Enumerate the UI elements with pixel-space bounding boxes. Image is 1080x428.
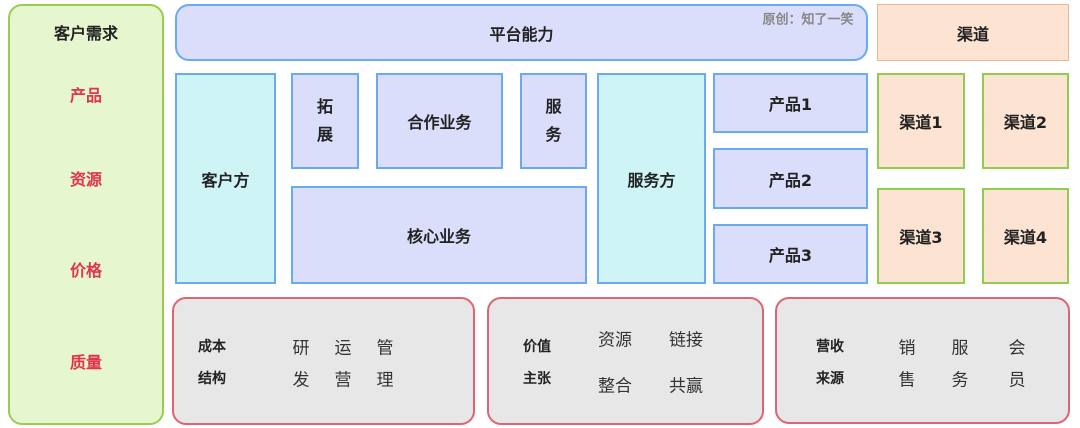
value-item: 链接 <box>669 330 703 351</box>
need-item: 价格 <box>69 261 103 280</box>
cost-structure-panel <box>172 297 475 425</box>
product-label: 产品2 <box>768 170 813 190</box>
value-item: 整合 <box>598 376 632 397</box>
cost-item: 管 <box>376 338 394 359</box>
customer-needs-title: 客户需求 <box>53 24 119 43</box>
product-label: 产品3 <box>768 246 813 265</box>
value-label: 价值 <box>523 339 551 355</box>
revenue-item: 员 <box>1008 370 1026 391</box>
need-item: 产品 <box>69 86 103 105</box>
product-1: 产品1 <box>713 73 868 133</box>
client-side-label: 客户方 <box>201 170 250 190</box>
expand-label: 拓展 <box>317 97 334 144</box>
cost-label: 结构 <box>198 371 226 387</box>
platform-capability: 平台能力 <box>175 4 868 61</box>
need-item: 质量 <box>69 353 103 372</box>
revenue-item: 服 <box>951 338 969 359</box>
channel-1: 渠道1 <box>877 73 965 169</box>
cost-item: 理 <box>376 370 394 391</box>
revenue-item: 务 <box>951 370 969 391</box>
value-proposition-panel <box>487 297 764 425</box>
expand-block: 拓展 <box>291 73 359 169</box>
revenue-label: 营收 <box>816 339 844 355</box>
need-item: 资源 <box>69 170 103 189</box>
service-side-label: 服务方 <box>627 170 676 190</box>
value-label: 主张 <box>523 371 551 387</box>
cost-item: 营 <box>334 370 352 391</box>
channels-header: 渠道 <box>877 4 1069 61</box>
revenue-item: 销 <box>898 338 916 359</box>
revenue-source-panel <box>775 297 1070 424</box>
cost-item: 研 <box>292 338 310 359</box>
cost-item: 运 <box>334 338 352 359</box>
product-label: 产品1 <box>768 95 813 114</box>
value-item: 共赢 <box>669 376 703 397</box>
product-3: 产品3 <box>713 224 868 284</box>
value-item: 资源 <box>598 330 632 351</box>
channel-label: 渠道1 <box>899 113 943 132</box>
partner-business: 合作业务 <box>376 73 503 169</box>
revenue-item: 会 <box>1008 338 1026 359</box>
service-block: 服务 <box>520 73 587 169</box>
watermark: 原创：知了一笑 <box>762 12 854 28</box>
client-side: 客户方 <box>175 73 276 284</box>
cost-label: 成本 <box>198 339 226 355</box>
core-business: 核心业务 <box>291 186 587 284</box>
cost-item: 发 <box>292 370 310 391</box>
channel-label: 渠道3 <box>899 228 943 247</box>
channels-title: 渠道 <box>956 24 989 44</box>
service-side: 服务方 <box>597 73 706 284</box>
revenue-item: 售 <box>898 370 916 391</box>
platform-title: 平台能力 <box>489 24 554 44</box>
channel-3: 渠道3 <box>877 188 965 284</box>
channel-2: 渠道2 <box>982 73 1069 169</box>
core-business-label: 核心业务 <box>406 227 471 246</box>
partner-business-label: 合作业务 <box>407 113 472 132</box>
channel-label: 渠道2 <box>1003 113 1048 132</box>
customer-needs-panel <box>8 4 164 425</box>
channel-4: 渠道4 <box>982 188 1069 284</box>
revenue-label: 来源 <box>816 371 844 387</box>
channel-label: 渠道4 <box>1003 228 1048 247</box>
product-2: 产品2 <box>713 148 868 209</box>
service-label: 服务 <box>545 97 562 144</box>
